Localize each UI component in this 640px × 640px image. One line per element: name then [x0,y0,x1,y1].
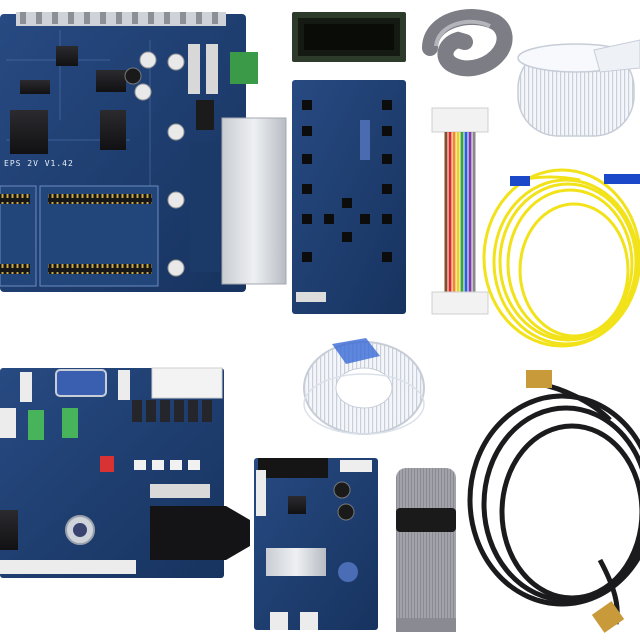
heat-sink [221,117,287,285]
fiber-connector-left [510,176,530,186]
rj45-connector-top [526,370,552,388]
main-control-board: EPS 2V V1.42 [0,12,287,292]
keypad-buttons [302,100,392,262]
main-chip [10,110,48,154]
yellow-fiber-optic-cable [482,168,640,348]
main-board-top-pins [16,12,226,26]
small-driver-board [254,458,378,630]
white-flat-flex-cable-roll [517,39,640,137]
db9-port [55,369,107,397]
fiber-connector-right [604,174,640,184]
dip-switch [100,456,114,472]
small-heat-sink [266,548,326,576]
white-flat-flex-cable-coil [303,338,425,435]
carriage-head-board [0,367,250,578]
green-terminal-block [230,52,258,84]
keypad-control-board [292,80,406,314]
gray-ribbon-cable-folded [396,468,456,632]
gray-ribbon-cable-roll [422,9,513,77]
driver-sockets [0,142,220,287]
capacitors [124,51,185,277]
rainbow-wire-harness [431,107,489,315]
optical-sensor [150,506,250,560]
rj45-connector-bottom [591,601,625,633]
black-network-cable [467,370,640,633]
board-silkscreen-label: EPS 2V V1.42 [4,159,74,168]
lcd-display-module [292,12,406,62]
